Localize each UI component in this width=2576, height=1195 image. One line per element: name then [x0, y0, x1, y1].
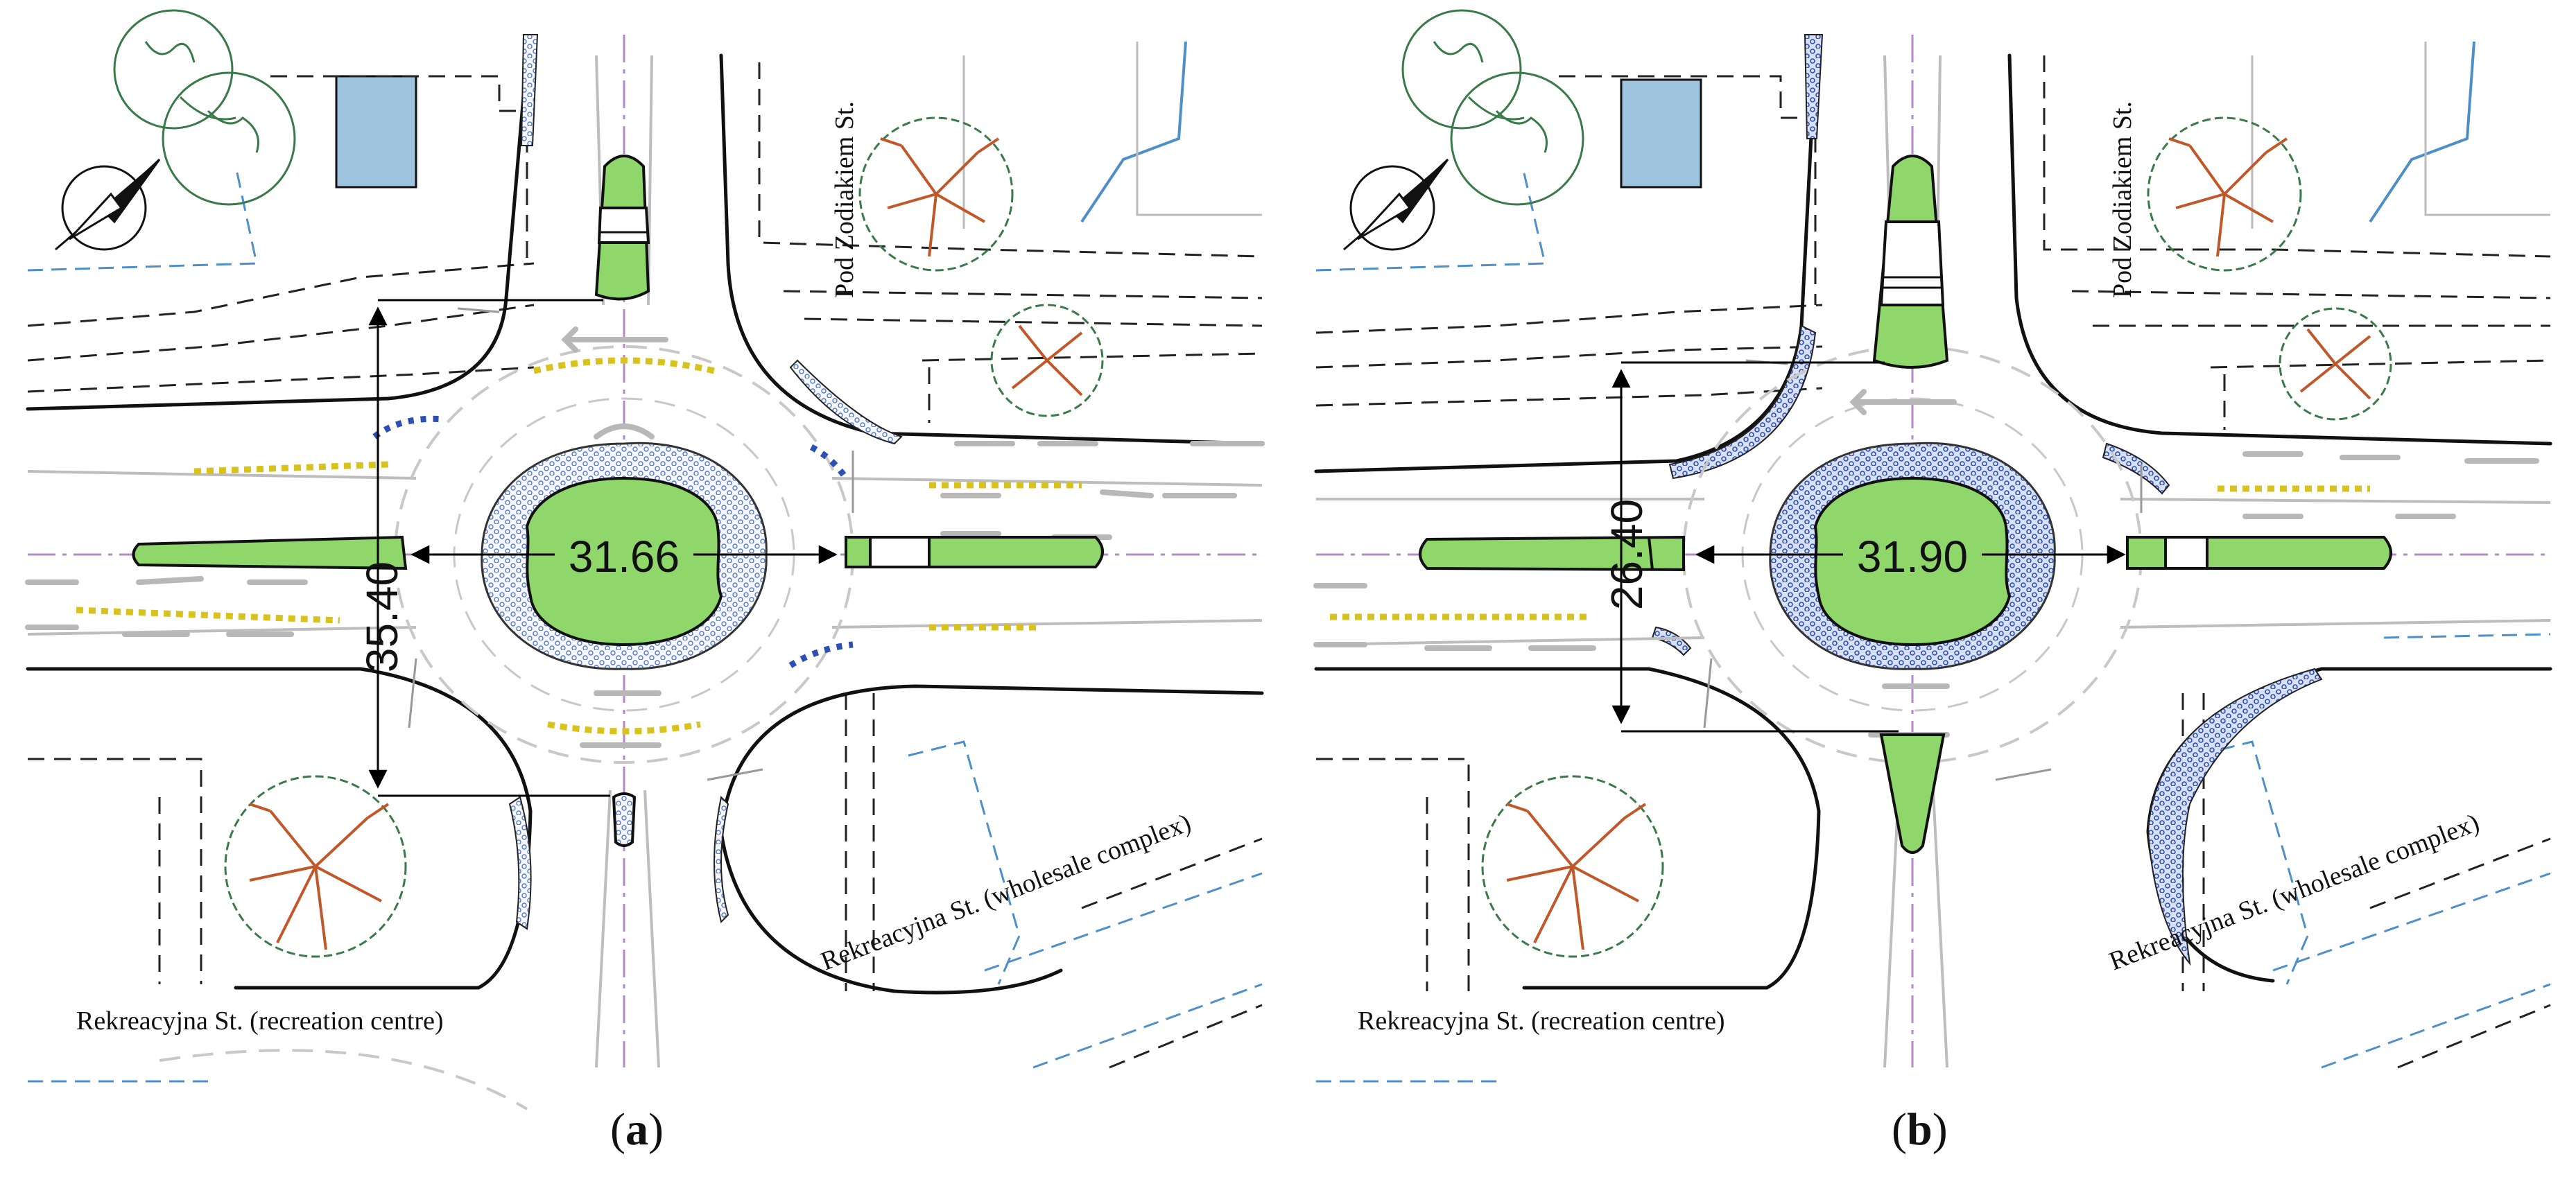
tree-south: [224, 775, 407, 958]
dashed-outlines: [27, 62, 1263, 1069]
building: [335, 75, 417, 189]
splitter-islands: [132, 155, 1104, 847]
splitter-west: [132, 535, 408, 570]
curb-hatch-southeast: [2147, 668, 2323, 966]
utility-line-ne: [1080, 41, 1187, 223]
building: [1620, 78, 1702, 189]
north-arrow-icon: [1343, 158, 1449, 251]
curbs: [26, 53, 1264, 995]
caption-b: (b): [1892, 1104, 1948, 1155]
lane-edges: [1315, 55, 2551, 1068]
dimension-vertical: 26.40: [1602, 499, 1652, 610]
lane-edges: [27, 55, 1263, 1068]
tree-north-a: [858, 116, 1014, 272]
roundabout-plan-b: 26.40 31.90 Pod Zodiakiem St. Rekreacyjn…: [1313, 9, 2552, 1083]
street-label-south: Rekreacyjna St. (recreation centre): [1358, 1006, 1725, 1036]
utility-lines: [27, 166, 1263, 1083]
tree-nw: [113, 9, 296, 206]
tree-north-b: [990, 304, 1104, 417]
tree-north-b: [2279, 307, 2392, 421]
panel-b: 26.40 31.90 Pod Zodiakiem St. Rekreacyjn…: [1288, 0, 2576, 1195]
dimension-horizontal: 31.66: [569, 532, 680, 582]
panel-a: 35.40 31.66 Pod Zodiakiem St. Rekreacyjn…: [25, 9, 1265, 1155]
tree-north-a: [2147, 116, 2302, 272]
lane-markings: [76, 357, 1082, 735]
dimension-horizontal: 31.90: [1857, 532, 1968, 582]
tree-south: [1481, 775, 1664, 958]
splitter-south: [1879, 733, 1946, 854]
lane-markings: [1330, 485, 2370, 620]
street-label-north: Pod Zodiakiem St.: [830, 101, 859, 298]
street-label-north: Pod Zodiakiem St.: [2108, 101, 2137, 298]
curb-hatch: [520, 34, 539, 146]
caption-letter-b: b: [1906, 1104, 1933, 1155]
caption-letter-a: a: [625, 1104, 648, 1155]
curb-hatch: [1804, 34, 1824, 139]
caption-a: (a): [610, 1104, 664, 1155]
north-arrow-icon: [55, 158, 161, 251]
tree-nw: [1401, 9, 1584, 206]
dimension-vertical: 35.40: [357, 561, 407, 672]
street-label-south: Rekreacyjna St. (recreation centre): [76, 1006, 444, 1036]
utility-lines: [1315, 173, 2551, 1083]
lane-arrows: [1313, 389, 2539, 738]
yield-teeth: [408, 307, 854, 781]
roundabout-plan-a: 35.40 31.66 Pod Zodiakiem St. Rekreacyjn…: [25, 9, 1265, 1110]
lane-arrows: [25, 326, 1265, 748]
splitter-south: [612, 792, 637, 847]
utility-line-ne: [2369, 41, 2475, 223]
